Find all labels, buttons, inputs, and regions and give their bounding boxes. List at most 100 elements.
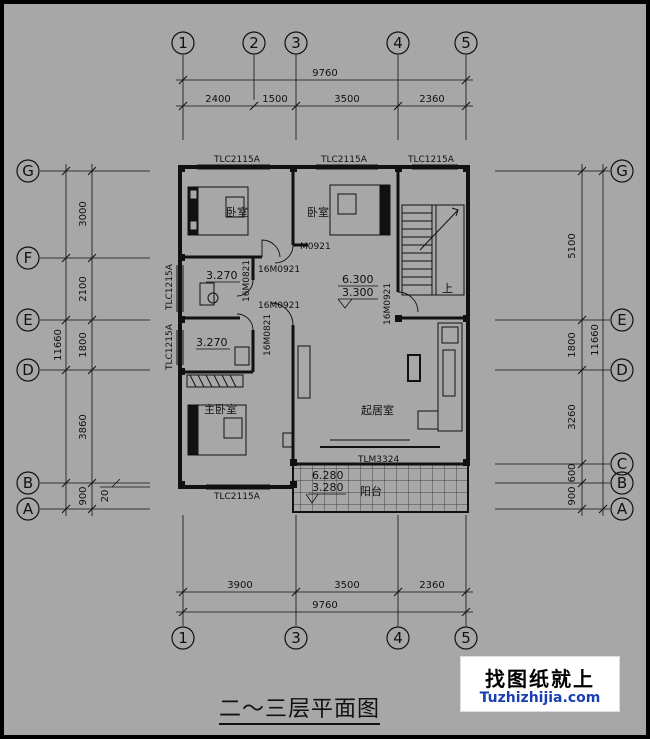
dim-bottom-part-1: 3900	[227, 580, 252, 591]
room-master-bedroom: 主卧室	[204, 402, 237, 416]
axis-label-top-2: 2	[249, 34, 259, 52]
dim-left-total: 11660	[53, 329, 64, 361]
left-axis-markers: G F E D B A 3000 2100 1800 3860 900	[16, 159, 150, 521]
level-balcony-lower: 3.280	[312, 481, 344, 494]
dim-top-part-4: 2360	[419, 94, 444, 105]
tag-door-4: 16M0821	[242, 260, 252, 302]
axis-label-top-5: 5	[461, 34, 471, 52]
dim-right-part-3: 3260	[567, 404, 578, 429]
balcony-floor	[292, 463, 469, 513]
room-labels: 卧室 卧室 主卧室 起居室 阳台 上	[204, 205, 453, 498]
watermark-url: Tuzhizhijia.com	[479, 690, 601, 706]
axis-circle-bottom-5	[454, 626, 478, 650]
dim-bottom-part-2: 3500	[334, 580, 359, 591]
dim-right-total: 11660	[590, 324, 601, 356]
level-marks: 3.270 3.270 6.300 3.300 6.280 3.280	[196, 269, 378, 504]
room-bedroom-1: 卧室	[226, 205, 248, 219]
wardrobe	[186, 374, 244, 388]
room-bedroom-2: 卧室	[307, 205, 329, 219]
room-balcony: 阳台	[360, 484, 382, 498]
dim-left-small: 20	[100, 490, 111, 503]
axis-label-right-B: B	[617, 474, 627, 492]
level-hall-upper: 6.300	[342, 273, 374, 286]
drawing-title: 二～三层平面图	[219, 697, 381, 725]
bottom-axis-markers: 1 3 4 5	[171, 615, 478, 650]
tag-door-3: 16M0921	[258, 301, 300, 311]
axis-circle-top-3	[284, 31, 308, 55]
axis-circle-right-G	[610, 159, 634, 183]
axis-label-bottom-1: 1	[178, 629, 188, 647]
tag-left-window-1: TLC1215A	[165, 263, 175, 311]
windows	[176, 164, 458, 490]
axis-circle-top-1	[171, 31, 195, 55]
dim-left-part-2: 2100	[78, 276, 89, 301]
axis-circle-right-E	[610, 308, 634, 332]
level-bath-2: 3.270	[196, 336, 228, 349]
tag-top-window-1: TLC2115A	[213, 155, 261, 165]
axis-circle-right-C	[610, 452, 634, 476]
axis-circle-bottom-4	[386, 626, 410, 650]
axis-label-right-D: D	[616, 361, 628, 379]
axis-label-left-D: D	[22, 361, 34, 379]
axis-label-bottom-5: 5	[461, 629, 471, 647]
axis-label-right-G: G	[616, 162, 628, 180]
dim-top-total: 9760	[312, 68, 337, 79]
axis-label-left-E: E	[23, 311, 32, 329]
coffee-table	[407, 354, 421, 382]
dim-right-part-5: 900	[567, 486, 578, 505]
dim-right-part-1: 5100	[567, 233, 578, 258]
opening-tags: TLC2115A TLC2115A TLC1215A TLC1215A TLC1…	[165, 155, 455, 502]
top-dimensions: 9760 2400 1500 3500 2360	[176, 68, 473, 111]
right-axis-markers: G E D C B A 5100 1800 3260 600 900	[495, 159, 634, 521]
tag-bottom-window: TLC2115A	[213, 492, 261, 502]
stairs	[401, 204, 465, 296]
axis-circle-top-4	[386, 31, 410, 55]
tag-door-5: 16M0821	[263, 314, 273, 356]
axis-label-left-B: B	[23, 474, 33, 492]
tag-door-1: M0921	[300, 242, 331, 252]
tag-top-window-3: TLC1215A	[407, 155, 455, 165]
axis-circle-right-A	[610, 497, 634, 521]
tag-top-window-2: TLC2115A	[320, 155, 368, 165]
dim-right-part-2: 1800	[567, 332, 578, 357]
dim-left-part-1: 3000	[78, 201, 89, 226]
tag-balcony-door: TLM3324	[357, 455, 399, 465]
floor-plan-svg: 1 2 3 4 5 9760 2400 1500 3500	[16, 31, 634, 650]
top-axis-markers: 1 2 3 4 5	[171, 31, 478, 140]
axis-label-right-E: E	[617, 311, 626, 329]
axis-circle-top-5	[454, 31, 478, 55]
axis-circle-bottom-1	[171, 626, 195, 650]
axis-circle-right-D	[610, 358, 634, 382]
axis-circle-left-B	[16, 471, 40, 495]
dim-bottom-total: 9760	[312, 600, 337, 611]
watermark-cn: 找图纸就上	[485, 667, 595, 691]
axis-label-right-A: A	[617, 500, 628, 518]
dim-bottom-part-3: 2360	[419, 580, 444, 591]
axis-circle-left-A	[16, 497, 40, 521]
level-bath-1: 3.270	[206, 269, 238, 282]
axis-label-left-G: G	[22, 162, 34, 180]
axis-circle-bottom-3	[284, 626, 308, 650]
stair-up-label: 上	[442, 282, 453, 295]
axis-label-top-3: 3	[291, 34, 301, 52]
dim-left-part-4: 3860	[78, 414, 89, 439]
level-balcony-upper: 6.280	[312, 469, 344, 482]
dim-top-part-1: 2400	[205, 94, 230, 105]
axis-circle-right-B	[610, 471, 634, 495]
drawing-canvas: 1 2 3 4 5 9760 2400 1500 3500	[4, 4, 646, 735]
tv-cabinet	[297, 345, 311, 399]
axis-label-right-C: C	[617, 455, 627, 473]
axis-circle-left-F	[16, 246, 40, 270]
sofa	[437, 322, 463, 432]
tag-door-2: 16M0921	[258, 265, 300, 275]
dim-left-part-3: 1800	[78, 332, 89, 357]
bed-bedroom-2	[329, 184, 389, 236]
dim-top-part-2: 1500	[262, 94, 287, 105]
dim-left-part-5: 900	[78, 486, 89, 505]
door-swings	[236, 239, 419, 331]
axis-circle-left-G	[16, 159, 40, 183]
level-hall-lower: 3.300	[342, 286, 374, 299]
bottom-dimensions: 3900 3500 2360 9760	[176, 515, 473, 617]
columns	[178, 165, 470, 488]
